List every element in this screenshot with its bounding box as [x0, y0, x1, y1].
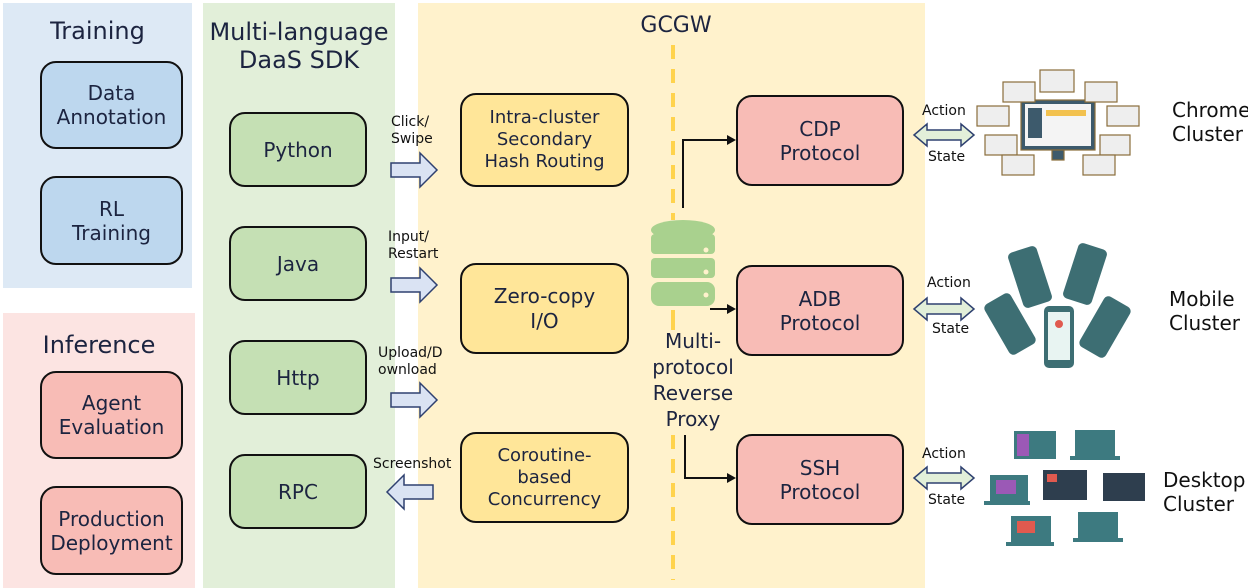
arrowhead-icon	[727, 473, 736, 483]
arrowhead-icon	[727, 304, 736, 314]
feature-hash-routing: Intra-cluster Secondary Hash Routing	[460, 93, 629, 187]
production-deployment-box: Production Deployment	[40, 486, 183, 575]
state-label: State	[928, 492, 966, 508]
sdk-python: Python	[229, 112, 367, 187]
state-label: State	[928, 149, 966, 165]
right-arrow-icon	[390, 266, 439, 304]
feature-zero-copy-io: Zero-copy I/O	[460, 263, 629, 354]
mobile-cluster-image	[984, 243, 1131, 368]
mobile-cluster-label: Mobile Cluster	[1169, 287, 1240, 335]
sdk-title: Multi-language DaaS SDK	[209, 18, 389, 74]
right-arrow-icon	[390, 381, 439, 419]
left-arrow-icon	[385, 473, 434, 511]
sdk-rpc: RPC	[229, 454, 367, 529]
adb-protocol-box: ADB Protocol	[736, 265, 904, 356]
chrome-cluster-label: Chrome Cluster	[1172, 98, 1248, 146]
database-icon	[651, 220, 715, 306]
desktop-cluster-image	[984, 430, 1145, 546]
cdp-protocol-box: CDP Protocol	[736, 95, 904, 186]
state-label: State	[932, 321, 970, 337]
action-label: Action	[922, 103, 966, 119]
training-title: Training	[50, 17, 145, 45]
data-annotation-box: Data Annotation	[40, 61, 183, 149]
sdk-java: Java	[229, 226, 367, 301]
proxy-label: Multi- protocol Reverse Proxy	[652, 329, 734, 431]
desktop-cluster-label: Desktop Cluster	[1163, 468, 1246, 516]
rl-training-box: RL Training	[40, 176, 183, 265]
arrowhead-icon	[727, 135, 736, 145]
ssh-protocol-box: SSH Protocol	[736, 434, 904, 525]
chrome-cluster-image	[976, 69, 1140, 176]
agent-evaluation-box: Agent Evaluation	[40, 371, 183, 459]
double-arrow-icon	[912, 465, 976, 491]
arrow-label-screenshot: Screenshot	[373, 456, 452, 472]
arrow-label-upload-download: Upload/D ownload	[378, 345, 443, 378]
double-arrow-icon	[912, 122, 976, 148]
right-arrow-icon	[390, 151, 439, 189]
sdk-http: Http	[229, 340, 367, 415]
double-arrow-icon	[912, 296, 976, 322]
action-label: Action	[927, 275, 971, 291]
gcgw-title: GCGW	[640, 13, 712, 38]
inference-title: Inference	[42, 331, 156, 359]
feature-coroutine-concurrency: Coroutine- based Concurrency	[460, 432, 629, 523]
action-label: Action	[922, 446, 966, 462]
arrow-label-click-swipe: Click/ Swipe	[391, 114, 433, 147]
arrow-label-input-restart: Input/ Restart	[388, 229, 439, 262]
